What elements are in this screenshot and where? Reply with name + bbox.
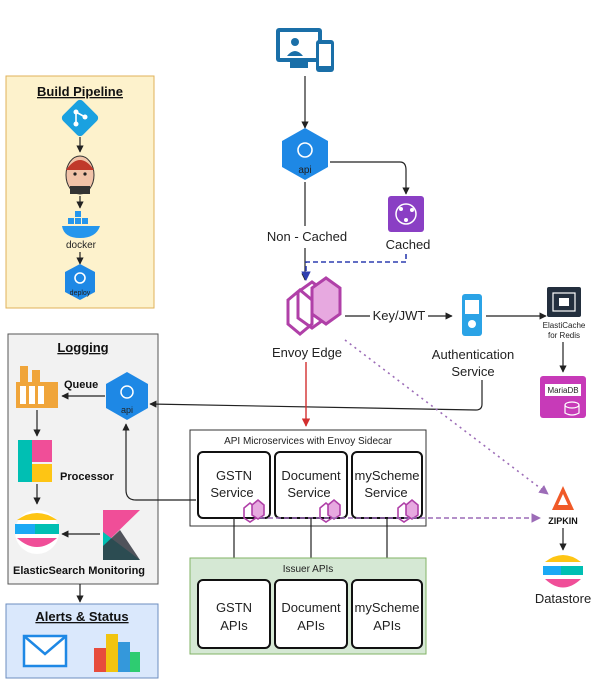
svg-text:Document: Document — [281, 468, 341, 483]
arrow-microservices-logging — [122, 423, 196, 501]
auth-label-1: Authentication — [432, 347, 514, 362]
myscheme-service: myScheme Service — [351, 451, 423, 523]
git-icon — [61, 99, 99, 137]
queue-icon — [16, 366, 58, 408]
svg-text:deploy: deploy — [70, 290, 91, 297]
svg-text:APIs: APIs — [373, 618, 401, 633]
auth-label-2: Service — [451, 364, 494, 379]
cached-icon — [388, 196, 424, 232]
deploy-icon: deploy — [65, 264, 95, 300]
document-service: Document Service — [274, 451, 348, 523]
cached-label: Cached — [386, 237, 431, 252]
svg-text:APIs: APIs — [297, 618, 325, 633]
svg-text:myScheme: myScheme — [354, 468, 419, 483]
svg-text:APIs: APIs — [220, 618, 248, 633]
svg-text:GSTN: GSTN — [216, 600, 252, 615]
gstn-service: GSTN Service — [197, 451, 271, 523]
arrow-auth-logging — [149, 380, 483, 411]
gstn-api: GSTN APIs — [197, 579, 271, 649]
build-pipeline-group: Build Pipeline docker — [5, 75, 155, 309]
mariadb-icon: MariaDB — [540, 376, 586, 418]
status-chart-icon — [94, 634, 140, 672]
non-cached-label: Non - Cached — [267, 229, 347, 244]
microservices-group: API Microservices with Envoy Sidecar GST… — [189, 429, 427, 527]
datastore-label: Datastore — [535, 591, 591, 606]
myscheme-api: myScheme APIs — [351, 579, 423, 649]
datastore-icon — [543, 553, 583, 591]
processor-icon — [18, 440, 52, 482]
issuer-apis-group: Issuer APIs GSTN APIs Document APIs mySc… — [189, 557, 427, 655]
svg-text:myScheme: myScheme — [354, 600, 419, 615]
elasticsearch-icon — [15, 510, 59, 554]
svg-text:docker: docker — [66, 240, 97, 251]
elasticache-label-1: ElastiCache — [543, 321, 586, 330]
queue-label: Queue — [64, 379, 98, 391]
logging-api-icon: api — [106, 372, 148, 420]
svg-text:Service: Service — [364, 485, 407, 500]
arrow-envoy-zipkin — [344, 339, 549, 495]
processor-label: Processor — [60, 471, 115, 483]
key-jwt-label: Key/JWT — [373, 308, 426, 323]
svg-text:Service: Service — [210, 485, 253, 500]
svg-text:api: api — [298, 165, 311, 176]
arrow-api-cached — [330, 161, 410, 195]
api-gateway-icon: api — [282, 128, 328, 180]
zipkin-icon: ZIPKIN — [548, 486, 578, 526]
logging-group: Logging Queue api Processor — [7, 333, 159, 585]
issuer-apis-title: Issuer APIs — [283, 564, 334, 575]
envoy-edge-icon — [286, 276, 342, 336]
mail-icon — [22, 634, 68, 668]
svg-text:Document: Document — [281, 600, 341, 615]
auth-icon — [462, 294, 482, 336]
envoy-edge-label: Envoy Edge — [272, 345, 342, 360]
alerts-title: Alerts & Status — [35, 609, 128, 624]
svg-text:ZIPKIN: ZIPKIN — [548, 516, 578, 526]
microservices-title: API Microservices with Envoy Sidecar — [224, 436, 393, 447]
svg-text:GSTN: GSTN — [216, 468, 252, 483]
elasticache-icon — [547, 287, 581, 317]
alerts-group: Alerts & Status — [5, 603, 159, 679]
document-api: Document APIs — [274, 579, 348, 649]
client-device-icon — [276, 28, 334, 72]
logging-title: Logging — [57, 340, 108, 355]
build-pipeline-title: Build Pipeline — [37, 84, 123, 99]
jenkins-icon — [65, 155, 95, 195]
svg-text:api: api — [121, 405, 133, 415]
envoy-sidecar-icon — [243, 498, 265, 523]
svg-text:Service: Service — [287, 485, 330, 500]
elasticache-label-2: for Redis — [548, 331, 580, 340]
logging-bottom-label: ElasticSearch Monitoring — [13, 565, 145, 577]
kibana-icon — [103, 510, 140, 560]
svg-text:MariaDB: MariaDB — [547, 386, 578, 395]
docker-icon: docker — [62, 211, 100, 251]
arrow-cached-envoy-dashed — [301, 254, 407, 281]
